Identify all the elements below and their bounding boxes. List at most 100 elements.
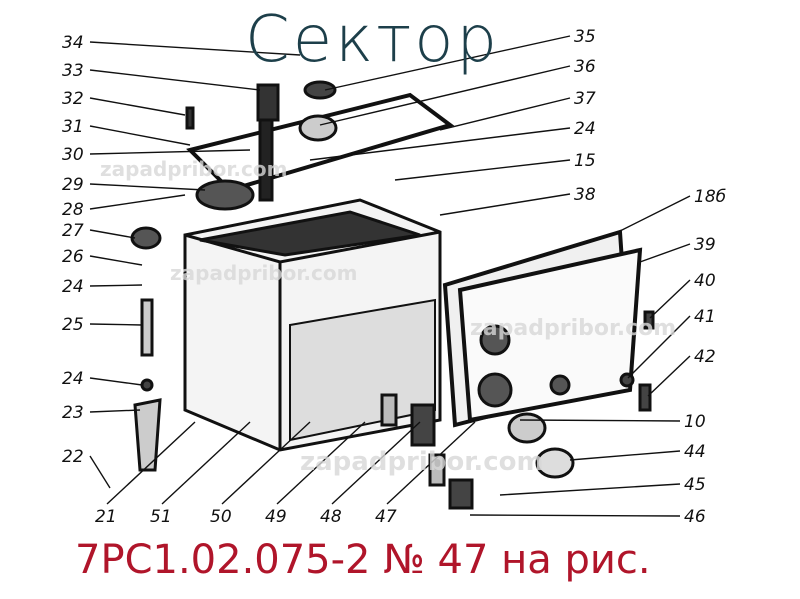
part-label: 24 <box>62 277 84 297</box>
part-label: 25 <box>62 315 84 335</box>
part-label: 50 <box>210 507 232 527</box>
part-label: 51 <box>150 507 172 527</box>
part-label: 44 <box>684 442 706 462</box>
leader-line <box>639 243 691 263</box>
leader-line <box>89 194 186 210</box>
part-label: 24 <box>62 369 84 389</box>
watermark: zapadpribor.com <box>100 157 287 181</box>
bushing-small <box>428 453 446 487</box>
leader-line <box>569 450 681 461</box>
part-label: 29 <box>62 175 84 195</box>
cap <box>303 80 337 100</box>
part-label: 46 <box>684 507 706 527</box>
nut <box>619 372 635 388</box>
housing-opening <box>199 210 421 257</box>
shaft <box>258 118 274 202</box>
part-label: 42 <box>694 347 716 367</box>
leader-line <box>89 377 143 386</box>
page-title: Сектор <box>245 3 500 77</box>
leader-line <box>439 97 571 131</box>
block <box>410 403 436 447</box>
sleeve <box>380 393 398 427</box>
part-label: 28 <box>62 200 84 220</box>
part-label: 38 <box>574 185 596 205</box>
leader-line <box>89 284 143 287</box>
leader-line <box>627 315 691 379</box>
bearing-hole <box>549 374 571 396</box>
part-label: 22 <box>62 447 84 467</box>
leader-line <box>161 421 251 505</box>
part-label: 33 <box>62 61 84 81</box>
bracket <box>448 478 474 510</box>
screw <box>185 106 195 130</box>
part-label: 39 <box>694 235 716 255</box>
leader-line <box>499 483 681 496</box>
bearing-hole <box>477 372 513 408</box>
leader-line <box>319 65 571 126</box>
part-label: 15 <box>574 151 596 171</box>
washer <box>140 378 154 392</box>
leader-line <box>89 149 251 155</box>
part-label: 26 <box>62 247 84 267</box>
part-labels: 3433323130292827262425242322353637241538… <box>62 27 726 527</box>
leader-line <box>89 125 191 146</box>
leader-line <box>649 279 691 319</box>
part-label: 10 <box>684 412 706 432</box>
part-label: 35 <box>574 27 596 47</box>
leader-lines <box>89 35 691 517</box>
parts <box>130 80 655 510</box>
bolt <box>638 383 652 412</box>
watermark: zapadpribor.com <box>300 447 544 477</box>
leader-line <box>89 455 111 489</box>
plug-nut <box>535 447 575 479</box>
leader-line <box>609 195 691 237</box>
leader-line <box>89 255 143 266</box>
leader-line <box>469 514 681 517</box>
part-label: 27 <box>62 221 84 241</box>
leader-line <box>89 229 136 239</box>
leader-line <box>309 127 571 161</box>
part-label: 32 <box>62 89 84 109</box>
leader-line <box>221 421 311 505</box>
part-label: 18б <box>694 187 726 207</box>
knob <box>130 226 162 250</box>
leader-line <box>394 159 571 181</box>
plug <box>507 412 547 444</box>
part-label: 45 <box>684 475 706 495</box>
watermark: zapadpribor.com <box>170 261 357 285</box>
part-label: 34 <box>62 33 84 53</box>
leader-line <box>89 69 261 91</box>
part-label: 36 <box>574 57 596 77</box>
leader-line <box>324 35 571 91</box>
part-label: 47 <box>375 507 397 527</box>
leader-line <box>331 421 421 505</box>
part-label: 37 <box>574 89 596 109</box>
leader-line <box>276 421 366 505</box>
leader-line <box>647 355 691 397</box>
part-label: 31 <box>62 117 84 137</box>
leader-line <box>106 421 196 505</box>
leader-line <box>519 419 681 422</box>
watermarks: zapadpribor.com zapadpribor.com zapadpri… <box>100 157 676 477</box>
leader-line <box>89 41 301 56</box>
lever <box>133 398 162 472</box>
pin <box>140 298 154 357</box>
leader-line <box>386 421 476 505</box>
part-label: 23 <box>62 403 84 423</box>
leader-line <box>89 97 186 116</box>
part-label: 41 <box>694 307 716 327</box>
top-cover <box>186 92 455 193</box>
leader-line <box>89 183 206 191</box>
leader-line <box>439 193 571 216</box>
spring <box>256 83 280 122</box>
leader-line <box>89 323 143 326</box>
part-label: 40 <box>694 271 716 291</box>
part-label: 49 <box>265 507 287 527</box>
part-number-caption: 7РС1.02.075-2 № 47 на рис. <box>75 537 651 583</box>
leader-line <box>89 409 141 413</box>
bearing-hole <box>479 324 511 356</box>
part-label: 21 <box>95 507 117 527</box>
cup <box>195 179 255 211</box>
